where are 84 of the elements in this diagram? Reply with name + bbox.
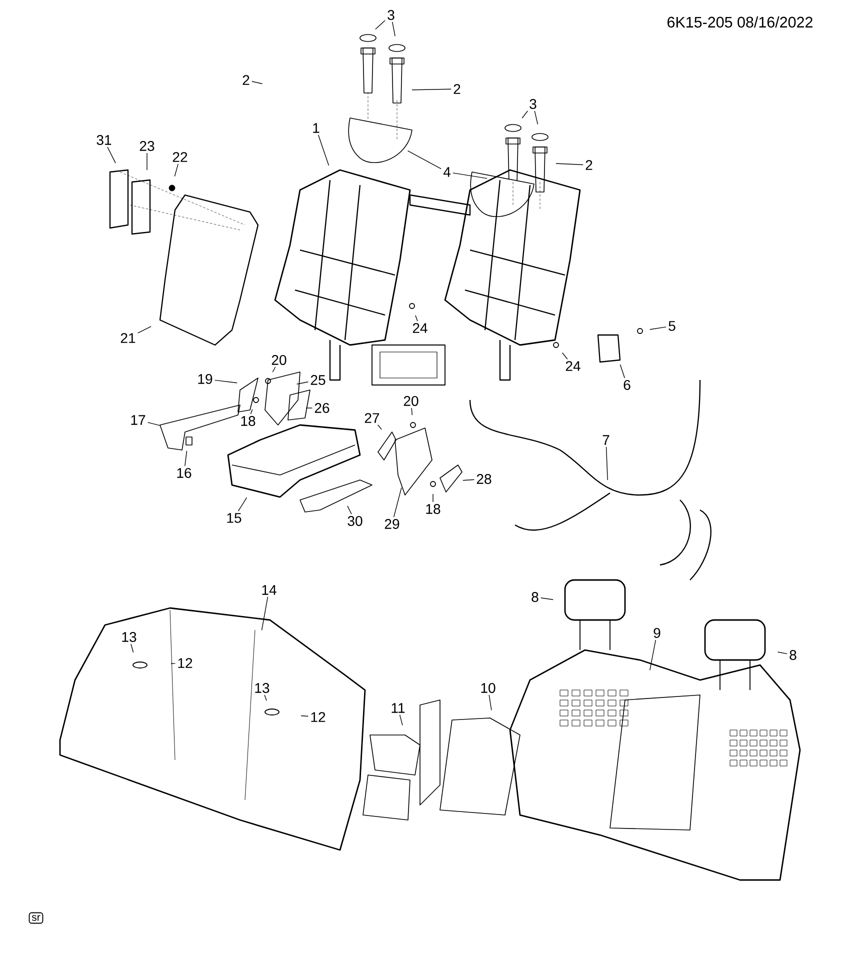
callout-number: 8 — [532, 592, 538, 602]
leader-line — [399, 714, 403, 726]
leader-line — [261, 596, 268, 631]
callout-number: 1 — [313, 123, 320, 133]
leader-line — [130, 644, 134, 653]
leader-line — [411, 408, 413, 416]
callout-number: 2 — [454, 84, 460, 94]
leader-line — [272, 366, 276, 372]
callout-number: 20 — [272, 355, 286, 365]
leader-line — [296, 382, 309, 384]
callout-number: 6 — [624, 380, 630, 390]
leader-line — [488, 694, 492, 710]
leader-line — [415, 315, 418, 322]
callout-number: 5 — [668, 321, 676, 331]
callout-number: 7 — [602, 435, 610, 445]
leader-line — [562, 352, 568, 360]
callout-number: 9 — [654, 628, 660, 638]
callout-number: 12 — [178, 658, 192, 668]
callout-number: 13 — [122, 632, 136, 642]
leader-line — [250, 408, 253, 414]
callout-number: 31 — [96, 135, 112, 145]
leader-line — [777, 652, 788, 654]
callout-number: 27 — [364, 413, 380, 423]
callout-number: 26 — [314, 403, 330, 413]
callout-number: 13 — [255, 683, 270, 693]
callout-number: 12 — [311, 712, 326, 722]
callout-number: 14 — [262, 585, 276, 595]
callout-number: 20 — [404, 396, 418, 406]
leader-line — [462, 479, 475, 481]
leader-line — [107, 146, 116, 164]
leader-line — [318, 134, 330, 166]
callout-number: 3 — [388, 10, 394, 20]
leader-line — [170, 663, 176, 664]
leader-line — [147, 422, 161, 426]
callout-number: 29 — [384, 519, 400, 529]
callout-number: 18 — [426, 504, 440, 514]
callout-number: 25 — [310, 375, 326, 385]
leader-line — [452, 172, 488, 179]
leader-line — [300, 715, 309, 717]
leader-line — [377, 424, 382, 430]
callout-number: 2 — [586, 160, 592, 170]
callout-number: 18 — [241, 416, 256, 426]
leader-line — [540, 598, 554, 600]
leader-line — [407, 150, 442, 170]
leader-line — [392, 22, 396, 37]
callout-number: 17 — [131, 415, 146, 425]
callout-number: 8 — [790, 650, 796, 660]
leader-line — [650, 326, 666, 330]
symbol-box: sr — [28, 912, 44, 924]
leader-line — [375, 20, 386, 30]
leader-line — [174, 164, 178, 177]
callout-number: 28 — [476, 474, 492, 484]
callout-number: 21 — [120, 333, 136, 343]
leader-line — [412, 88, 452, 90]
callout-number: 19 — [198, 374, 212, 384]
callout-number: 16 — [177, 468, 192, 478]
callout-number: 3 — [530, 99, 536, 109]
leader-line — [606, 446, 608, 480]
leader-line — [522, 110, 528, 118]
leader-line — [264, 694, 267, 701]
callout-number: 30 — [348, 516, 362, 526]
leader-line — [556, 163, 584, 166]
callout-number: 10 — [481, 683, 496, 693]
leader-line — [347, 506, 352, 514]
callout-number: 15 — [227, 513, 242, 523]
leader-line — [534, 110, 538, 125]
leader-line — [137, 326, 152, 334]
callout-number: 2 — [242, 75, 250, 85]
leader-line — [214, 380, 238, 384]
callout-number: 23 — [140, 141, 154, 151]
leader-line — [238, 497, 248, 512]
leader-line — [252, 81, 263, 84]
leader-line — [620, 364, 626, 378]
leader-line — [432, 494, 434, 502]
drawing-number: 6K15-205 08/16/2022 — [668, 16, 812, 28]
callout-number: 24 — [566, 361, 580, 371]
callout-number: 4 — [443, 167, 450, 177]
leader-line — [650, 640, 656, 671]
leader-line — [146, 152, 148, 170]
callout-number: 24 — [412, 323, 428, 333]
callout-number: 11 — [392, 703, 405, 713]
leader-line — [393, 487, 402, 518]
leader-line — [184, 450, 188, 466]
callout-number: 22 — [172, 152, 188, 162]
